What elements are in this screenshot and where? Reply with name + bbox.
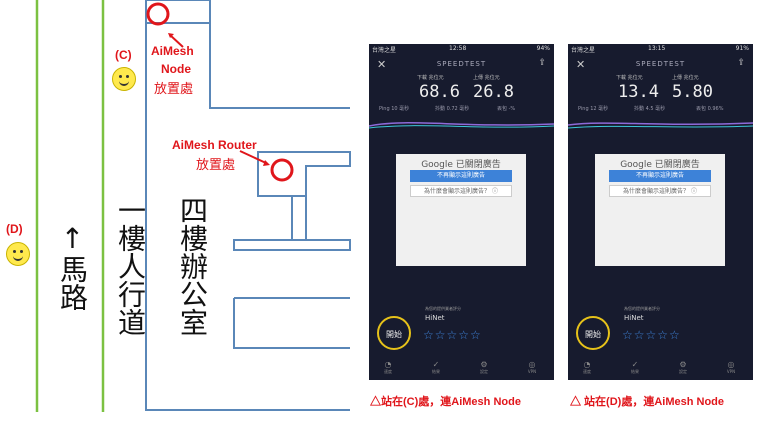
road-label: ↑馬路 [56,222,89,311]
aimesh-router-marker [270,158,294,182]
tab-speed[interactable]: ◔速度 [373,360,403,375]
status-bar: 台灣之星 12:58 94% [372,45,550,54]
tab-vpn[interactable]: ◎VPN [716,360,746,374]
label-d: (D) [6,222,23,236]
provider-hint: 為您的提供業者評分 [425,306,461,311]
aimesh-router-label-2: 放置處 [196,157,236,172]
download-value: 13.4 [618,82,659,102]
app-title: SPEEDTEST [436,60,487,68]
tab-bar: ◔速度 ✓結果 ⚙設定 ◎VPN [369,356,554,380]
tab-bar: ◔速度 ✓結果 ⚙設定 ◎VPN [568,356,753,380]
caption-d: △ 站在(D)處，連AiMesh Node [570,396,724,408]
tab-vpn[interactable]: ◎VPN [517,360,547,374]
upload-label: 上傳 兆位元 [473,75,500,81]
loss-value: 丟包 -% [497,106,516,112]
close-icon[interactable]: ✕ [377,58,387,71]
provider-hint: 為您的提供業者評分 [624,306,660,311]
office-label: 四樓辦公室 [176,196,209,336]
check-icon: ✓ [432,360,440,369]
share-icon[interactable]: ⇪ [737,58,745,68]
floor-plan-diagram [35,0,351,412]
speedtest-screen-d: 台灣之星 13:15 91% ✕ SPEEDTEST ⇪ 下載 兆位元 上傳 兆… [568,44,753,380]
upload-value: 5.80 [672,82,713,102]
speed-graph [568,122,753,129]
person-c-icon [112,67,136,91]
status-bar: 台灣之星 13:15 91% [571,45,749,54]
aimesh-node-marker [146,2,170,26]
gear-icon: ⚙ [679,360,687,369]
rating-stars[interactable]: ☆☆☆☆☆ [423,328,482,342]
tab-results[interactable]: ✓結果 [421,360,451,375]
provider-name: HiNet [425,314,445,322]
speed-graph [369,122,554,129]
ping-value: Ping 12 毫秒 [578,106,609,112]
globe-icon: ◎ [528,360,536,369]
aimesh-node-label-1: AiMesh [151,44,194,58]
download-label: 下載 兆位元 [616,75,643,81]
download-value: 68.6 [419,82,460,102]
aimesh-node-label-3: 放置處 [154,81,194,96]
gauge-icon: ◔ [583,360,591,369]
aimesh-node-label-2: Node [161,62,191,76]
tab-settings[interactable]: ⚙設定 [469,360,499,375]
app-title: SPEEDTEST [635,60,686,68]
why-ad-button[interactable]: 為什麼會顯示這則廣告？ ⓘ [609,185,711,197]
jitter-value: 抖動 4.5 毫秒 [634,106,666,112]
globe-icon: ◎ [727,360,735,369]
loss-value: 丟包 0.96% [696,106,724,112]
close-icon[interactable]: ✕ [576,58,586,71]
building-wall [145,0,350,411]
why-ad-button[interactable]: 為什麼會顯示這則廣告？ ⓘ [410,185,512,197]
label-c: (C) [115,48,132,62]
upload-value: 26.8 [473,82,514,102]
gear-icon: ⚙ [480,360,488,369]
provider-name: HiNet [624,314,644,322]
start-button[interactable]: 開始 [377,316,411,350]
stop-ad-button[interactable]: 不再顯示這則廣告 [609,170,711,182]
speedtest-screen-c: 台灣之星 12:58 94% ✕ SPEEDTEST ⇪ 下載 兆位元 上傳 兆… [369,44,554,380]
upload-label: 上傳 兆位元 [672,75,699,81]
tab-speed[interactable]: ◔速度 [572,360,602,375]
person-d-icon [6,242,30,266]
ad-closed-panel: Google 已關閉廣告 不再顯示這則廣告 為什麼會顯示這則廣告？ ⓘ [595,154,725,266]
share-icon[interactable]: ⇪ [538,58,546,68]
start-button[interactable]: 開始 [576,316,610,350]
ping-value: Ping 10 毫秒 [379,106,410,112]
aimesh-router-label-1: AiMesh Router [172,138,257,152]
rating-stars[interactable]: ☆☆☆☆☆ [622,328,681,342]
gauge-icon: ◔ [384,360,392,369]
sidewalk-label: 一樓人行道 [114,196,147,336]
tab-settings[interactable]: ⚙設定 [668,360,698,375]
tab-results[interactable]: ✓結果 [620,360,650,375]
download-label: 下載 兆位元 [417,75,444,81]
stop-ad-button[interactable]: 不再顯示這則廣告 [410,170,512,182]
jitter-value: 抖動 0.72 毫秒 [435,106,470,112]
ad-closed-panel: Google 已關閉廣告 不再顯示這則廣告 為什麼會顯示這則廣告？ ⓘ [396,154,526,266]
caption-c: △站在(C)處，連AiMesh Node [370,396,521,408]
check-icon: ✓ [631,360,639,369]
